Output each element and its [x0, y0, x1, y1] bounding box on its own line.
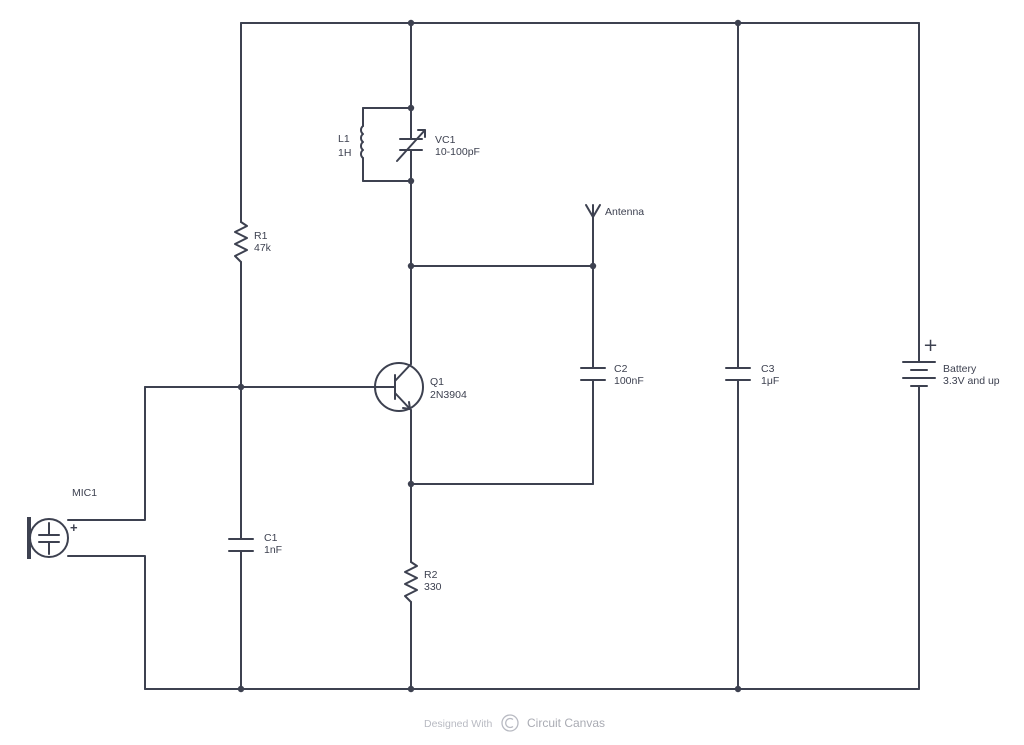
footer-prefix: Designed With	[424, 718, 492, 730]
junction-dot	[734, 19, 742, 27]
c1-ref-label: C1	[264, 532, 278, 544]
battery-plus-sign: +	[923, 335, 938, 356]
microphone-mic1[interactable]: MIC1 +	[27, 487, 97, 559]
transistor-emitter	[394, 392, 412, 411]
c1-value-label: 1nF	[264, 544, 282, 556]
junctions	[237, 19, 742, 693]
inductor-l1[interactable]: L1 1H	[338, 107, 364, 182]
r2-value-label: 330	[424, 581, 442, 593]
footer: Designed With Circuit Canvas	[424, 714, 605, 732]
c3-value-label: 1μF	[761, 375, 779, 387]
junction-dot	[407, 104, 415, 112]
resistor-r1[interactable]: R1 47k	[234, 221, 272, 263]
r2-ref-label: R2	[424, 569, 438, 581]
vc1-value-label: 10-100pF	[435, 146, 480, 158]
c3-ref-label: C3	[761, 363, 775, 375]
junction-dot	[407, 19, 415, 27]
r1-ref-label: R1	[254, 230, 268, 242]
r1-value-label: 47k	[254, 242, 272, 254]
l1-value-label: 1H	[338, 147, 351, 159]
capacitor-c1[interactable]: C1 1nF	[228, 532, 282, 556]
capacitor-c2[interactable]: C2 100nF	[580, 363, 644, 387]
junction-dot	[237, 383, 245, 391]
resistor-icon	[404, 561, 418, 603]
q1-ref-label: Q1	[430, 376, 444, 388]
junction-dot	[407, 480, 415, 488]
junction-dot	[407, 685, 415, 693]
junction-dot	[734, 685, 742, 693]
antenna[interactable]: Antenna	[585, 204, 644, 218]
inductor-icon	[360, 125, 364, 159]
q1-value-label: 2N3904	[430, 389, 467, 401]
microphone-icon	[29, 518, 69, 558]
emitter-arrow-icon	[402, 401, 411, 410]
capacitor-c3[interactable]: C3 1μF	[725, 363, 779, 387]
wire-mic-top	[67, 386, 146, 521]
resistor-icon	[234, 221, 248, 263]
battery[interactable]: + Battery 3.3V and up	[902, 335, 1000, 387]
l1-ref-label: L1	[338, 133, 350, 145]
mic1-ref-label: MIC1	[72, 487, 97, 499]
c2-ref-label: C2	[614, 363, 628, 375]
resistor-r2[interactable]: R2 330	[404, 561, 442, 603]
antenna-label: Antenna	[605, 206, 644, 218]
wires	[67, 22, 920, 690]
c2-value-label: 100nF	[614, 375, 644, 387]
junction-dot	[407, 262, 415, 270]
junction-dot	[237, 685, 245, 693]
battery-ref-label: Battery	[943, 363, 977, 375]
variable-capacitor-vc1[interactable]: VC1 10-100pF	[396, 129, 480, 162]
transistor-collector	[394, 363, 412, 382]
variable-arrow-head-icon	[417, 129, 426, 138]
mic1-plus-sign: +	[70, 520, 78, 535]
circuit-canvas-logo-icon	[501, 714, 519, 732]
transistor-icon	[374, 362, 424, 412]
vc1-ref-label: VC1	[435, 134, 456, 146]
battery-value-label: 3.3V and up	[943, 375, 1000, 387]
junction-dot	[589, 262, 597, 270]
transistor-q1[interactable]: Q1 2N3904	[374, 362, 467, 412]
variable-arrow-icon	[396, 129, 426, 162]
footer-brand[interactable]: Circuit Canvas	[527, 716, 605, 730]
junction-dot	[407, 177, 415, 185]
wire-mic-bottom	[67, 555, 146, 690]
